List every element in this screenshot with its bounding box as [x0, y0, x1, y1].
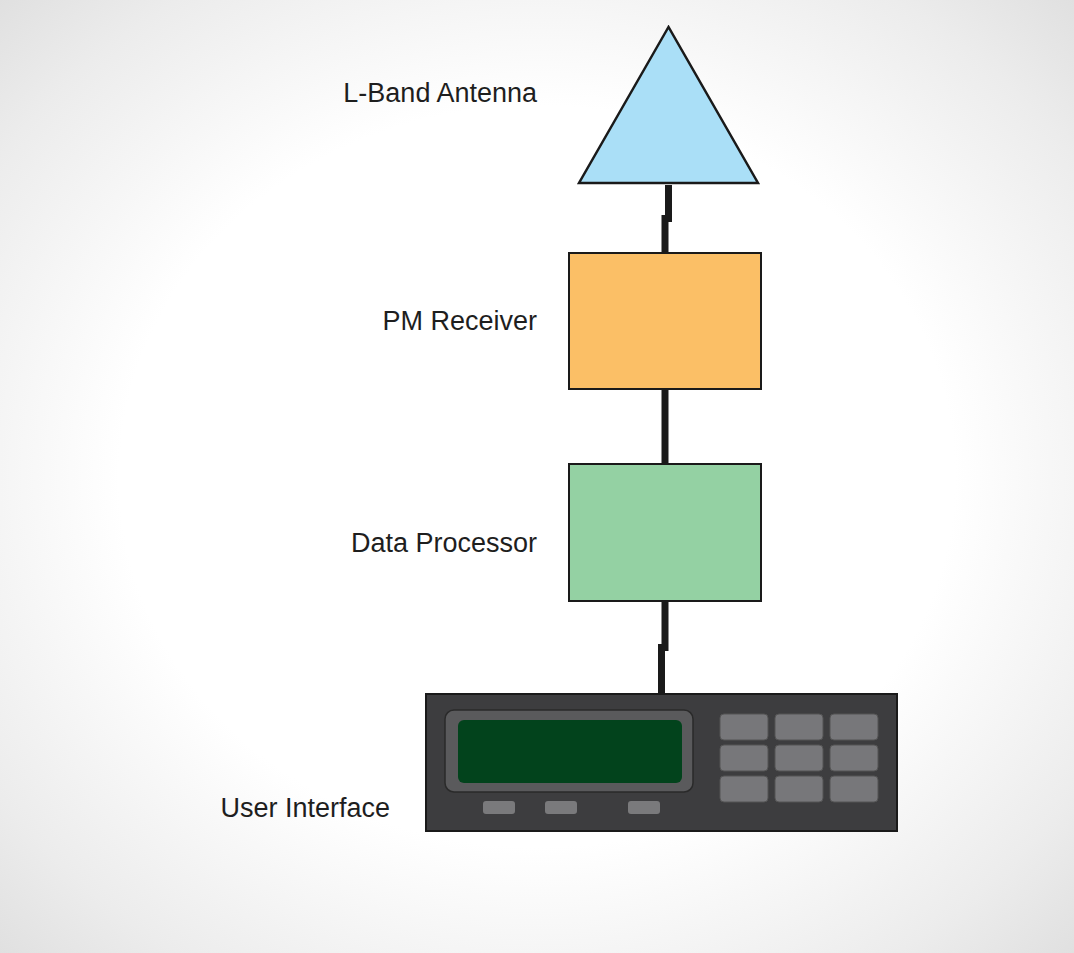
- connector-line: [662, 390, 669, 463]
- connector-line: [665, 185, 669, 252]
- connector-line: [662, 602, 666, 693]
- screen-bezel: [445, 710, 693, 792]
- keypad-key: [720, 714, 768, 740]
- node-outline: [577, 25, 760, 185]
- soft-key: [545, 801, 577, 814]
- node-label: Data Processor: [351, 527, 537, 559]
- node-outline: [568, 463, 762, 602]
- keypad-key: [720, 776, 768, 802]
- box-outline: [569, 464, 761, 601]
- device-housing: [426, 694, 897, 831]
- user-interface-device: User Interface: [425, 693, 898, 832]
- keypad-key: [830, 776, 878, 802]
- soft-key: [483, 801, 515, 814]
- keypad-key: [830, 745, 878, 771]
- keypad-key: [830, 714, 878, 740]
- keypad-key: [720, 745, 768, 771]
- soft-key: [628, 801, 660, 814]
- keypad-key: [775, 745, 823, 771]
- antenna-triangle: L-Band Antenna: [577, 25, 760, 185]
- box-outline: [569, 253, 761, 389]
- node-label: PM Receiver: [382, 305, 537, 337]
- node-outline: [568, 252, 762, 390]
- keypad-key: [775, 714, 823, 740]
- node-label: User Interface: [220, 792, 390, 824]
- antenna-outline: [579, 27, 758, 183]
- node-label: L-Band Antenna: [343, 77, 537, 109]
- processor-box: Data Processor: [568, 463, 762, 602]
- receiver-box: PM Receiver: [568, 252, 762, 390]
- node-outline: [425, 693, 898, 832]
- keypad-key: [775, 776, 823, 802]
- screen: [458, 720, 682, 783]
